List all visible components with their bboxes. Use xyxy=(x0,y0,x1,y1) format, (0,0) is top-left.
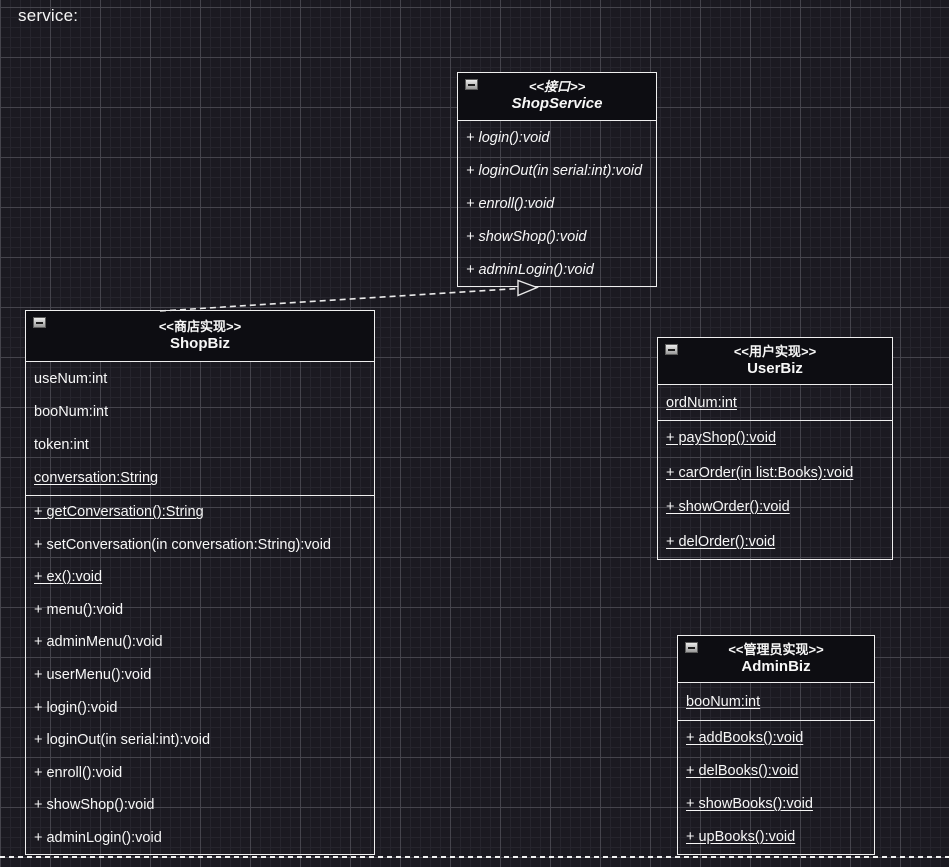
class-stereotype: <<管理员实现>> xyxy=(728,641,824,657)
method-row[interactable]: + enroll():void xyxy=(466,195,555,212)
class-shopservice[interactable]: <<接口>> ShopService + login():void+ login… xyxy=(457,72,657,287)
method-row[interactable]: + showOrder():void xyxy=(666,499,790,516)
method-row[interactable]: + delBooks():void xyxy=(686,762,799,779)
attributes-compartment[interactable]: ordNum:int xyxy=(658,384,892,420)
method-row[interactable]: + ex():void xyxy=(34,569,103,586)
class-header[interactable]: <<商店实现>> ShopBiz xyxy=(26,311,374,361)
method-row[interactable]: + showBooks():void xyxy=(686,796,813,813)
method-row[interactable]: + adminMenu():void xyxy=(34,634,163,651)
class-name: ShopBiz xyxy=(170,334,230,352)
class-header[interactable]: <<管理员实现>> AdminBiz xyxy=(678,636,874,682)
class-header[interactable]: <<接口>> ShopService xyxy=(458,73,656,120)
method-row[interactable]: + setConversation(in conversation:String… xyxy=(34,536,331,553)
methods-compartment[interactable]: + addBooks():void + delBooks():void + show… xyxy=(678,720,874,854)
attribute-row[interactable]: ordNum:int xyxy=(666,394,737,411)
method-row[interactable]: + getConversation():String xyxy=(34,504,204,521)
method-row[interactable]: + adminLogin():void xyxy=(466,261,594,278)
attribute-row[interactable]: token:int xyxy=(34,437,89,454)
method-row[interactable]: + login():void xyxy=(466,129,550,146)
methods-compartment[interactable]: + login():void + loginOut(in serial:int):… xyxy=(458,120,656,286)
attribute-row[interactable]: booNum:int xyxy=(34,403,109,420)
collapse-icon[interactable] xyxy=(33,317,46,328)
collapse-icon[interactable] xyxy=(465,79,478,90)
attribute-row[interactable]: conversation:String xyxy=(34,470,159,487)
collapse-icon[interactable] xyxy=(685,642,698,653)
minus-icon xyxy=(468,83,475,86)
method-row[interactable]: + enroll():void xyxy=(34,764,123,781)
method-row[interactable]: + showShop():void xyxy=(466,228,587,245)
class-name: AdminBiz xyxy=(741,657,811,675)
class-header[interactable]: <<用户实现>> UserBiz xyxy=(658,338,892,384)
method-row[interactable]: + showShop():void xyxy=(34,797,155,814)
class-stereotype: <<商店实现>> xyxy=(158,318,242,334)
method-row[interactable]: + upBooks():void xyxy=(686,829,796,846)
collapse-icon[interactable] xyxy=(665,344,678,355)
methods-compartment[interactable]: + payShop():void + carOrder(in list:Books… xyxy=(658,420,892,559)
method-row[interactable]: + addBooks():void xyxy=(686,729,804,746)
method-row[interactable]: + menu():void xyxy=(34,601,124,618)
method-row[interactable]: + delOrder():void xyxy=(666,533,776,550)
diagram-title: service: xyxy=(18,6,79,25)
method-row[interactable]: + carOrder(in list:Books):void xyxy=(666,464,854,481)
class-adminbiz[interactable]: <<管理员实现>> AdminBiz booNum:int + addBooks… xyxy=(677,635,875,855)
class-name: ShopService xyxy=(511,95,603,113)
attribute-row[interactable]: useNum:int xyxy=(34,370,108,387)
attributes-compartment[interactable]: booNum:int xyxy=(678,682,874,720)
minus-icon xyxy=(668,348,675,351)
class-userbiz[interactable]: <<用户实现>> UserBiz ordNum:int + payShop():… xyxy=(657,337,893,560)
method-row[interactable]: + loginOut(in serial:int):void xyxy=(466,162,643,179)
attribute-row[interactable]: booNum:int xyxy=(686,693,761,710)
methods-compartment[interactable]: + getConversation():String + setConversat… xyxy=(26,495,374,854)
class-shopbiz[interactable]: <<商店实现>> ShopBiz useNum:int booNum:int tok… xyxy=(25,310,375,855)
minus-icon xyxy=(36,321,43,324)
attributes-compartment[interactable]: useNum:int booNum:int token:int conversatio… xyxy=(26,361,374,495)
class-stereotype: <<用户实现>> xyxy=(733,343,817,359)
class-name: UserBiz xyxy=(747,359,803,377)
method-row[interactable]: + userMenu():void xyxy=(34,667,152,683)
method-row[interactable]: + payShop():void xyxy=(666,430,777,447)
method-row[interactable]: + login():void xyxy=(34,699,118,716)
minus-icon xyxy=(688,646,695,649)
method-row[interactable]: + adminLogin():void xyxy=(34,829,162,846)
method-row[interactable]: + loginOut(in serial:int):void xyxy=(34,732,211,749)
class-stereotype: <<接口>> xyxy=(528,79,586,94)
